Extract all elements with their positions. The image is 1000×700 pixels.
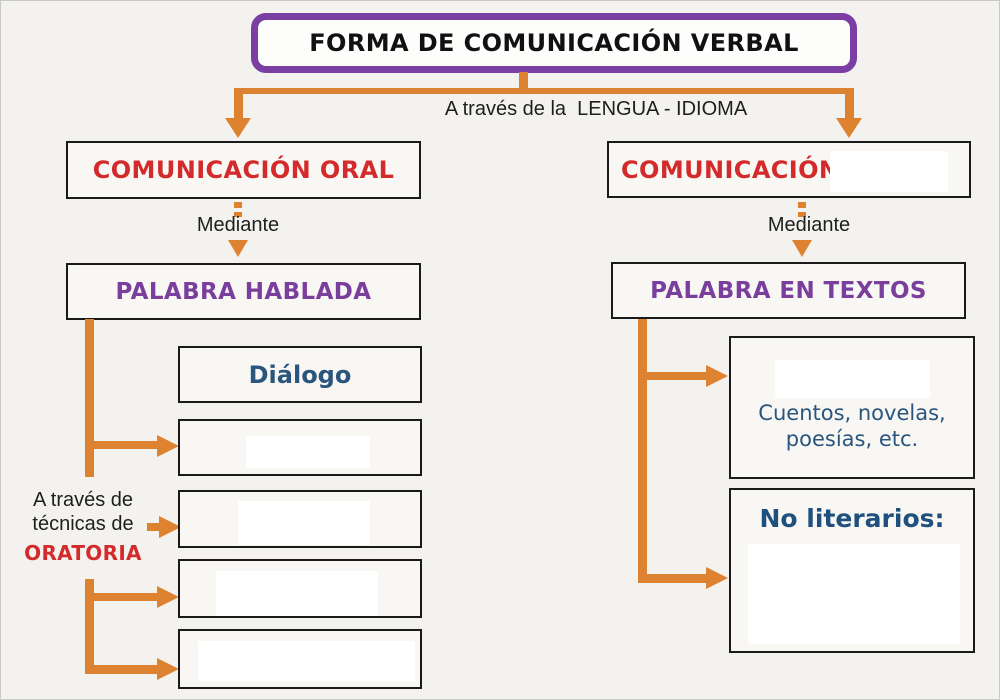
box-palabra-hablada: PALABRA HABLADA	[66, 263, 421, 320]
blank-answer-patch	[238, 501, 370, 545]
connector-main-horizontal	[234, 88, 854, 94]
connector-branch-arm	[85, 441, 159, 449]
blank-answer-patch	[246, 436, 370, 468]
arrow-right-icon	[706, 567, 728, 589]
connector-left-drop	[234, 88, 243, 120]
box-dialogo: Diálogo	[178, 346, 422, 403]
via-language-label: A través de la LENGUA - IDIOMA	[444, 98, 748, 120]
box-blank-2	[178, 490, 422, 548]
oratoria-line1: A través de	[32, 489, 134, 511]
connector-right-drop	[845, 88, 854, 120]
arrow-right-icon	[157, 658, 179, 680]
literarios-line2: poesías, etc.	[785, 427, 919, 451]
connector-branch-arm	[638, 574, 708, 583]
connector-title-stub	[519, 72, 528, 90]
arrow-down-right-icon	[836, 118, 862, 138]
connector-dash-right	[798, 212, 806, 217]
no-literarios-title: No literarios:	[759, 504, 945, 533]
connector-branch-arm	[638, 372, 708, 380]
arrow-right-icon	[157, 586, 179, 608]
connector-right-vertical	[638, 319, 647, 583]
palabra-hablada-text: PALABRA HABLADA	[115, 278, 372, 305]
blank-answer-patch	[830, 151, 948, 192]
box-comunicacion-oral: COMUNICACIÓN ORAL	[66, 141, 421, 199]
connector-oratoria-arm	[147, 523, 161, 531]
box-literarios: Cuentos, novelas, poesías, etc.	[729, 336, 975, 479]
connector-dash-right	[798, 202, 806, 208]
dialogo-text: Diálogo	[248, 360, 352, 389]
arrow-right-icon	[157, 435, 179, 457]
literarios-line1: Cuentos, novelas,	[758, 401, 946, 425]
palabra-en-textos-text: PALABRA EN TEXTOS	[650, 277, 927, 304]
blank-answer-patch	[198, 641, 415, 681]
arrow-down-mediante-left-icon	[228, 240, 248, 257]
arrow-right-icon	[159, 516, 181, 538]
connector-dash-left	[234, 202, 242, 208]
box-palabra-en-textos: PALABRA EN TEXTOS	[611, 262, 966, 319]
mediante-right-label: Mediante	[767, 214, 851, 236]
connector-branch-arm	[85, 593, 159, 601]
comunicacion-right-text: COMUNICACIÓN	[621, 155, 840, 184]
box-blank-4	[178, 629, 422, 689]
connector-left-vertical-lower	[85, 579, 94, 674]
connector-branch-arm	[85, 665, 159, 674]
title-text: FORMA DE COMUNICACIÓN VERBAL	[309, 29, 799, 57]
blank-answer-patch	[748, 544, 960, 644]
box-blank-3	[178, 559, 422, 618]
blank-answer-patch	[216, 571, 378, 616]
comunicacion-oral-text: COMUNICACIÓN ORAL	[92, 156, 395, 184]
blank-answer-patch	[775, 360, 930, 398]
literarios-examples: Cuentos, novelas, poesías, etc.	[731, 400, 973, 452]
oratoria-word: ORATORIA	[24, 541, 142, 565]
connector-left-vertical-upper	[85, 319, 94, 477]
title-box: FORMA DE COMUNICACIÓN VERBAL	[251, 13, 857, 73]
arrow-right-icon	[706, 365, 728, 387]
mediante-left-label: Mediante	[196, 214, 280, 236]
connector-dash-left	[234, 212, 242, 217]
box-blank-1	[178, 419, 422, 476]
oratoria-label-block: A través de técnicas de ORATORIA	[9, 488, 157, 565]
box-no-literarios: No literarios:	[729, 488, 975, 653]
oratoria-line2: técnicas de	[32, 513, 134, 535]
arrow-down-left-icon	[225, 118, 251, 138]
box-comunicacion-right: COMUNICACIÓN	[607, 141, 971, 198]
arrow-down-mediante-right-icon	[792, 240, 812, 257]
